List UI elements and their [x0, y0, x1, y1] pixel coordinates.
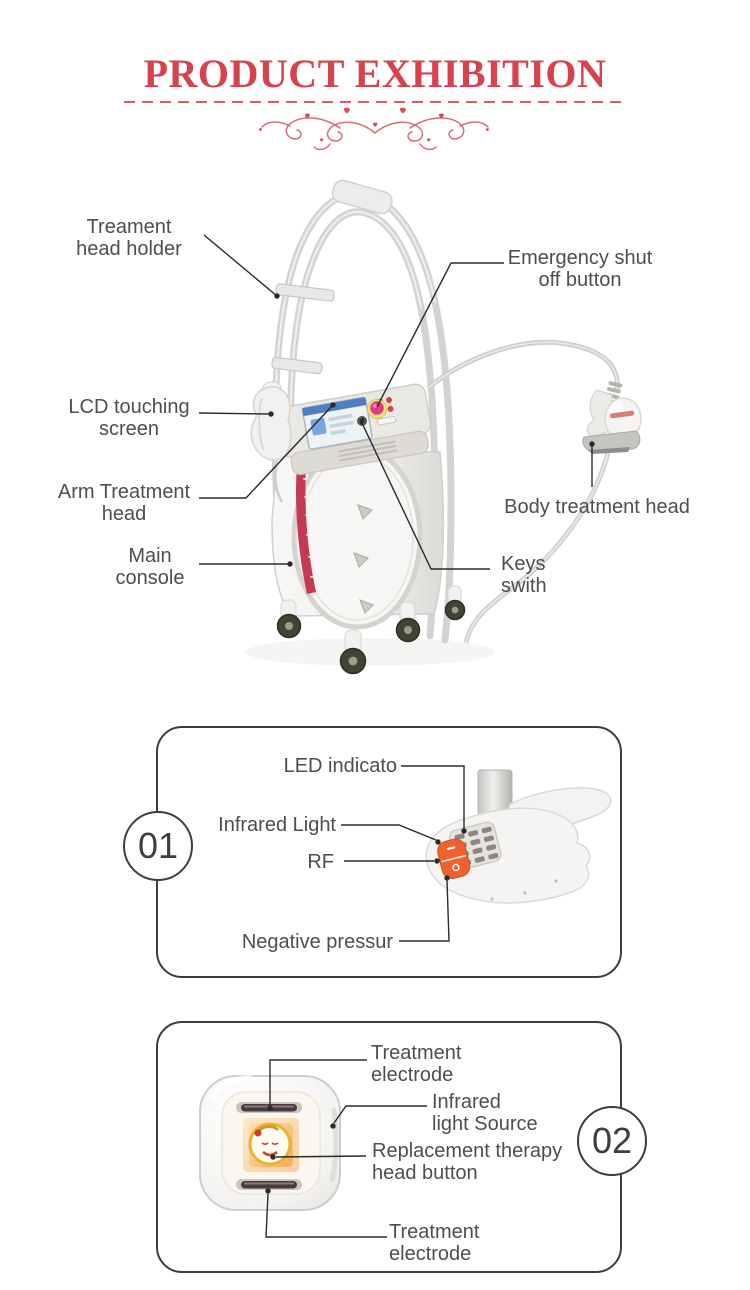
- label-emergency-shut-off: Emergency shut off button: [507, 247, 653, 292]
- label-replacement-therapy-head-button: Replacement therapy head button: [372, 1140, 563, 1185]
- lcd-screen: [301, 396, 373, 450]
- body-treatment-head-small: [582, 389, 642, 454]
- brand-stripe: [296, 464, 316, 594]
- panel-number-02: 02: [577, 1106, 647, 1176]
- label-main-console: Main console: [115, 545, 185, 590]
- label-led-indicator: LED indicato: [283, 755, 397, 777]
- main-console-unit: [274, 383, 432, 476]
- label-infrared-light: Infrared Light: [218, 814, 336, 836]
- label-treatment-electrode-bottom: Treatment electrode: [389, 1221, 480, 1266]
- treatment-cable: [426, 339, 623, 644]
- arm-treatment-head-docked: [250, 381, 292, 503]
- handle-top-clamp: [331, 179, 393, 215]
- label-treatment-electrode-top: Treatment electrode: [371, 1042, 462, 1087]
- label-treatment-head-holder: Treament head holder: [76, 216, 182, 261]
- key-switch: [357, 416, 367, 426]
- label-arm-treatment-head: Arm Treatment head: [57, 481, 191, 526]
- casters: [276, 585, 466, 675]
- treatment-head-holder-bars: [271, 283, 335, 375]
- panel-number-01: 01: [123, 811, 193, 881]
- label-negative-pressure: Negative pressur: [241, 931, 393, 953]
- flourish-ornament: [259, 107, 489, 151]
- emergency-button: [367, 399, 387, 419]
- label-keys-switch: Keys swith: [501, 553, 547, 598]
- machine-handle-arcs: [271, 190, 455, 644]
- label-body-treatment-head: Body treatment head: [504, 496, 690, 518]
- page-title: PRODUCT EXHIBITION: [143, 51, 607, 96]
- label-lcd-touching-screen: LCD touching screen: [68, 396, 190, 441]
- label-infrared-light-source: Infrared light Source: [432, 1091, 538, 1136]
- accessory-hooks: [353, 504, 374, 614]
- label-rf: RF: [307, 851, 334, 873]
- floor-shadow: [245, 638, 495, 666]
- dashed-divider: [124, 101, 628, 104]
- machine-tower: [271, 444, 445, 630]
